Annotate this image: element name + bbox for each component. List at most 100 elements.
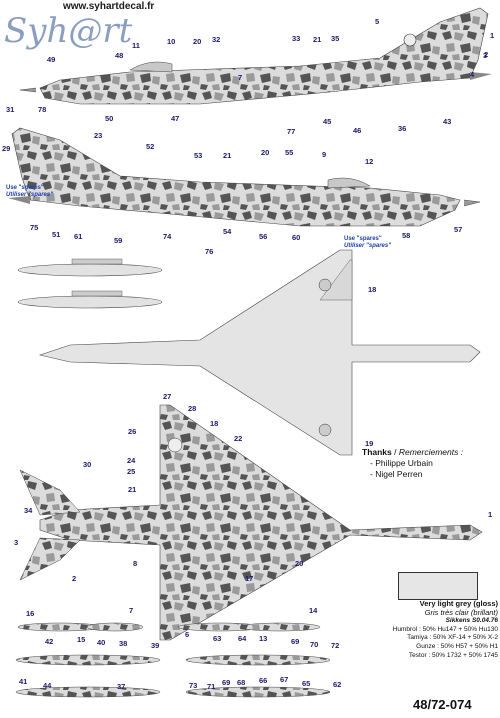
callout: 57	[454, 225, 462, 234]
callout: 21	[223, 151, 231, 160]
callout: 66	[259, 676, 267, 685]
spares-note-right: Use "spares" Utiliser "spares"	[344, 236, 391, 250]
callout: 34	[24, 506, 33, 515]
callout: 18	[368, 285, 376, 294]
upper-plan-view	[19, 404, 483, 641]
callout: 69	[291, 637, 299, 646]
syhart-logo: Syh@rt	[2, 4, 152, 51]
callout: 67	[280, 675, 288, 684]
drop-tank-lower	[17, 290, 163, 309]
thanks-name: - Nigel Perren	[370, 469, 423, 479]
callout: 50	[105, 114, 113, 123]
callout: 21	[313, 35, 321, 44]
callout: 28	[188, 404, 196, 413]
callout: 12	[365, 157, 373, 166]
drop-tank-upper	[17, 258, 163, 277]
callout: 22	[234, 434, 242, 443]
callout: 21	[128, 485, 136, 494]
callout: 3	[483, 51, 487, 60]
spares-note-fr: Utiliser "spares"	[6, 192, 54, 198]
paint-legend: Very light grey (gloss) Gris très clair …	[360, 599, 498, 660]
callout: 4	[470, 70, 475, 79]
callout: 26	[128, 427, 136, 436]
callout: 7	[129, 606, 133, 615]
callout: 32	[212, 35, 220, 44]
logo-text: Syh@rt	[4, 11, 133, 50]
callout: 15	[77, 635, 85, 644]
callout: 53	[194, 151, 202, 160]
callout: 44	[43, 681, 52, 690]
side-view-right	[8, 127, 481, 227]
callout: 8	[133, 559, 137, 568]
spares-note-fr: Utiliser "spares"	[344, 243, 392, 249]
callout: 54	[223, 227, 232, 236]
callout: 58	[402, 231, 410, 240]
callout: 49	[47, 55, 55, 64]
website-url: www.syhartdecal.fr	[63, 1, 155, 12]
callout: 18	[210, 419, 218, 428]
callout: 71	[207, 682, 215, 691]
spares-note-en: Use "spares"	[344, 236, 382, 242]
callout: 3	[14, 538, 18, 547]
callout: 68	[237, 678, 245, 687]
tank-profiles-right	[177, 622, 331, 698]
callout: 39	[151, 641, 159, 650]
callout: 63	[213, 634, 221, 643]
callout: 25	[127, 467, 135, 476]
callout: 16	[26, 609, 34, 618]
callout: 41	[19, 677, 27, 686]
callout: 59	[114, 236, 122, 245]
callout: 77	[287, 127, 295, 136]
thanks-name: - Philippe Urbain	[370, 458, 433, 468]
callout: 75	[30, 223, 38, 232]
callout: 43	[443, 117, 451, 126]
callout: 76	[205, 247, 213, 256]
callout: 78	[38, 105, 46, 114]
color-reference: Sikkens S0.04.76	[445, 617, 498, 625]
callout: 46	[353, 126, 361, 135]
underside-plan-view	[38, 249, 481, 456]
callout: 2	[72, 574, 76, 583]
callout: 5	[375, 17, 379, 26]
callout: 36	[398, 124, 406, 133]
callout: 23	[94, 131, 102, 140]
callout: 72	[331, 641, 339, 650]
paint-tamiya: Tamiya : 50% XF-14 + 50% X-2	[407, 634, 498, 642]
callout: 69	[222, 678, 230, 687]
callout: 1	[488, 510, 492, 519]
side-view-left	[19, 7, 492, 105]
callouts-plan-under: 18 19	[365, 285, 376, 448]
color-name: Very light grey (gloss)	[419, 599, 498, 608]
thanks-heading: Thanks / Remerciements :	[362, 447, 464, 457]
callout: 1	[490, 31, 494, 40]
paint-gunze: Gunze : 50% H57 + 50% H1	[416, 642, 498, 650]
spares-note-en: Use "spares"	[6, 185, 44, 191]
callouts-tanks: 16 14 42 15 40 38 39 63 64 13 69 70 72 4…	[19, 606, 341, 691]
callout: 45	[323, 117, 331, 126]
callout: 30	[83, 460, 91, 469]
callout: 24	[127, 456, 136, 465]
callout: 60	[292, 233, 300, 242]
callout: 74	[163, 232, 172, 241]
sheet-code: 48/72-074	[413, 697, 472, 712]
callouts-side-top: 1 3 5 33 21 35 32 20 10 11 48 49 78 50 4…	[38, 17, 494, 136]
callout: 14	[309, 606, 318, 615]
callout: 7	[238, 73, 242, 82]
callout: 20	[295, 559, 303, 568]
callout: 29	[2, 144, 10, 153]
callout: 20	[261, 148, 269, 157]
color-swatch	[398, 572, 478, 600]
callout: 48	[115, 51, 123, 60]
callout: 2	[484, 50, 488, 59]
callout: 10	[167, 37, 175, 46]
callout: 40	[97, 638, 105, 647]
callout: 47	[171, 114, 179, 123]
callout: 70	[310, 640, 318, 649]
callouts-side-bottom: 31 29 23 52 53 21 20 55 9 12 75 51 61 59…	[2, 105, 462, 256]
callout: 73	[189, 681, 197, 690]
callout: 37	[117, 682, 125, 691]
callout: 11	[132, 41, 140, 50]
callout: 51	[52, 230, 60, 239]
paint-testor: Testor : 50% 1732 + 50% 1745	[408, 651, 498, 659]
